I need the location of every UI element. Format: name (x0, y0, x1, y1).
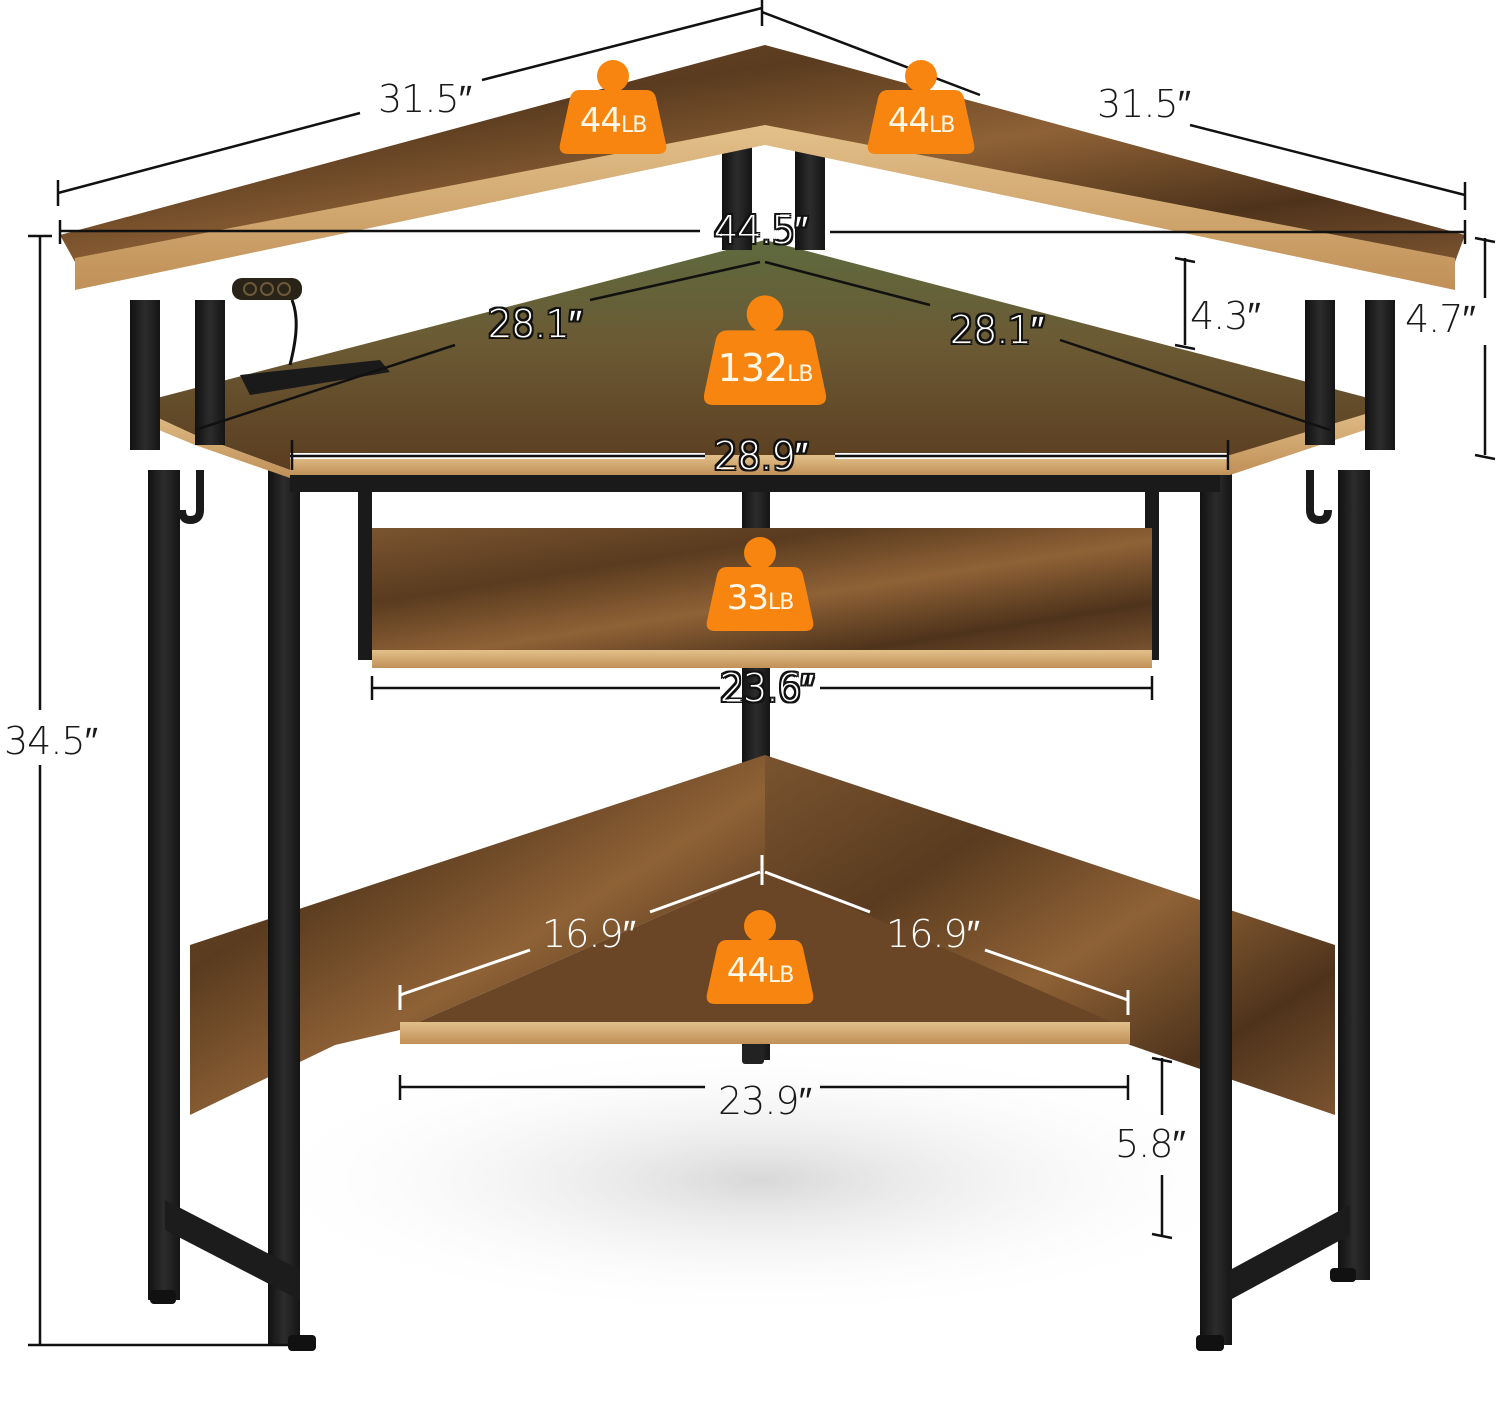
load-unit: LB (620, 113, 647, 138)
load-badge-keyboard-tray: 33LB (705, 535, 815, 631)
load-unit: LB (928, 113, 955, 138)
dim-desktop-left-depth: 28.1″ (488, 302, 582, 346)
right-leg-crossbar (1230, 1205, 1350, 1300)
dim-bottom-shelf-front-width: 23.9″ (718, 1079, 812, 1123)
left-front-leg (268, 470, 300, 1345)
weight-icon (706, 910, 814, 1004)
load-unit: LB (787, 362, 813, 387)
bottom-shelf-edge (400, 1022, 1130, 1044)
hutch-edge-left (75, 125, 765, 290)
hook-right (1306, 470, 1332, 525)
load-value: 33 (726, 578, 769, 618)
dim-desktop-right-depth: 28.1″ (950, 308, 1044, 352)
load-value: 44 (579, 101, 622, 141)
dim-desktop-front-width: 28.9″ (714, 434, 808, 478)
power-outlet (232, 278, 302, 300)
dim-bottom-shelf-right-side: 16.9″ (886, 912, 980, 956)
weight-icon (559, 60, 667, 154)
load-value: 132 (717, 346, 789, 390)
dim-bottom-shelf-floor-clearance: 5.8″ (1115, 1122, 1186, 1166)
left-leg-crossbar (165, 1200, 300, 1300)
keyboard-tray-edge (372, 650, 1152, 668)
dimension-lines (28, 0, 1496, 1347)
desktop-front-edge (290, 455, 1230, 475)
load-value: 44 (726, 951, 769, 991)
floor-shadow (240, 1040, 1280, 1320)
left-back-leg (148, 470, 180, 1300)
dim-hutch-clearance: 4.3″ (1190, 294, 1261, 338)
hutch-edge-right (765, 125, 1455, 290)
load-unit: LB (767, 590, 794, 615)
dim-overall-width: 44.5″ (714, 208, 808, 252)
weight-icon (703, 295, 827, 405)
hook-left (178, 470, 204, 525)
right-front-leg (1200, 470, 1232, 1345)
right-back-leg (1338, 470, 1370, 1280)
load-badge-hutch-right: 44LB (866, 58, 976, 154)
dim-hutch-left-side: 31.5″ (378, 77, 472, 121)
dim-hutch-right-side: 31.5″ (1097, 82, 1191, 126)
bottom-back-panel-right (765, 755, 1335, 1115)
load-value: 44 (887, 101, 930, 141)
dim-bottom-shelf-left-side: 16.9″ (542, 912, 636, 956)
dim-keyboard-tray-width: 23.6″ (720, 666, 814, 710)
desktop-front-beam (290, 470, 1220, 492)
load-unit: LB (767, 963, 794, 988)
load-badge-desktop: 132LB (702, 293, 828, 405)
load-badge-hutch-left: 44LB (558, 58, 668, 154)
load-badge-bottom-shelf: 44LB (705, 908, 815, 1004)
power-strip (240, 360, 390, 395)
dim-overall-height: 34.5″ (0, 722, 102, 760)
weight-icon (706, 537, 814, 631)
hutch-top-surface (60, 45, 1465, 262)
bottom-shelf-dimension-lines (398, 855, 1130, 1015)
tray-rail-left (358, 490, 372, 660)
weight-icon (867, 60, 975, 154)
center-foot (742, 1044, 764, 1064)
dim-hutch-height: 4.7″ (1405, 297, 1476, 341)
bottom-back-panel-left (190, 755, 765, 1115)
hutch-center-post-right (795, 140, 825, 250)
hutch-center-post-left (722, 140, 752, 250)
